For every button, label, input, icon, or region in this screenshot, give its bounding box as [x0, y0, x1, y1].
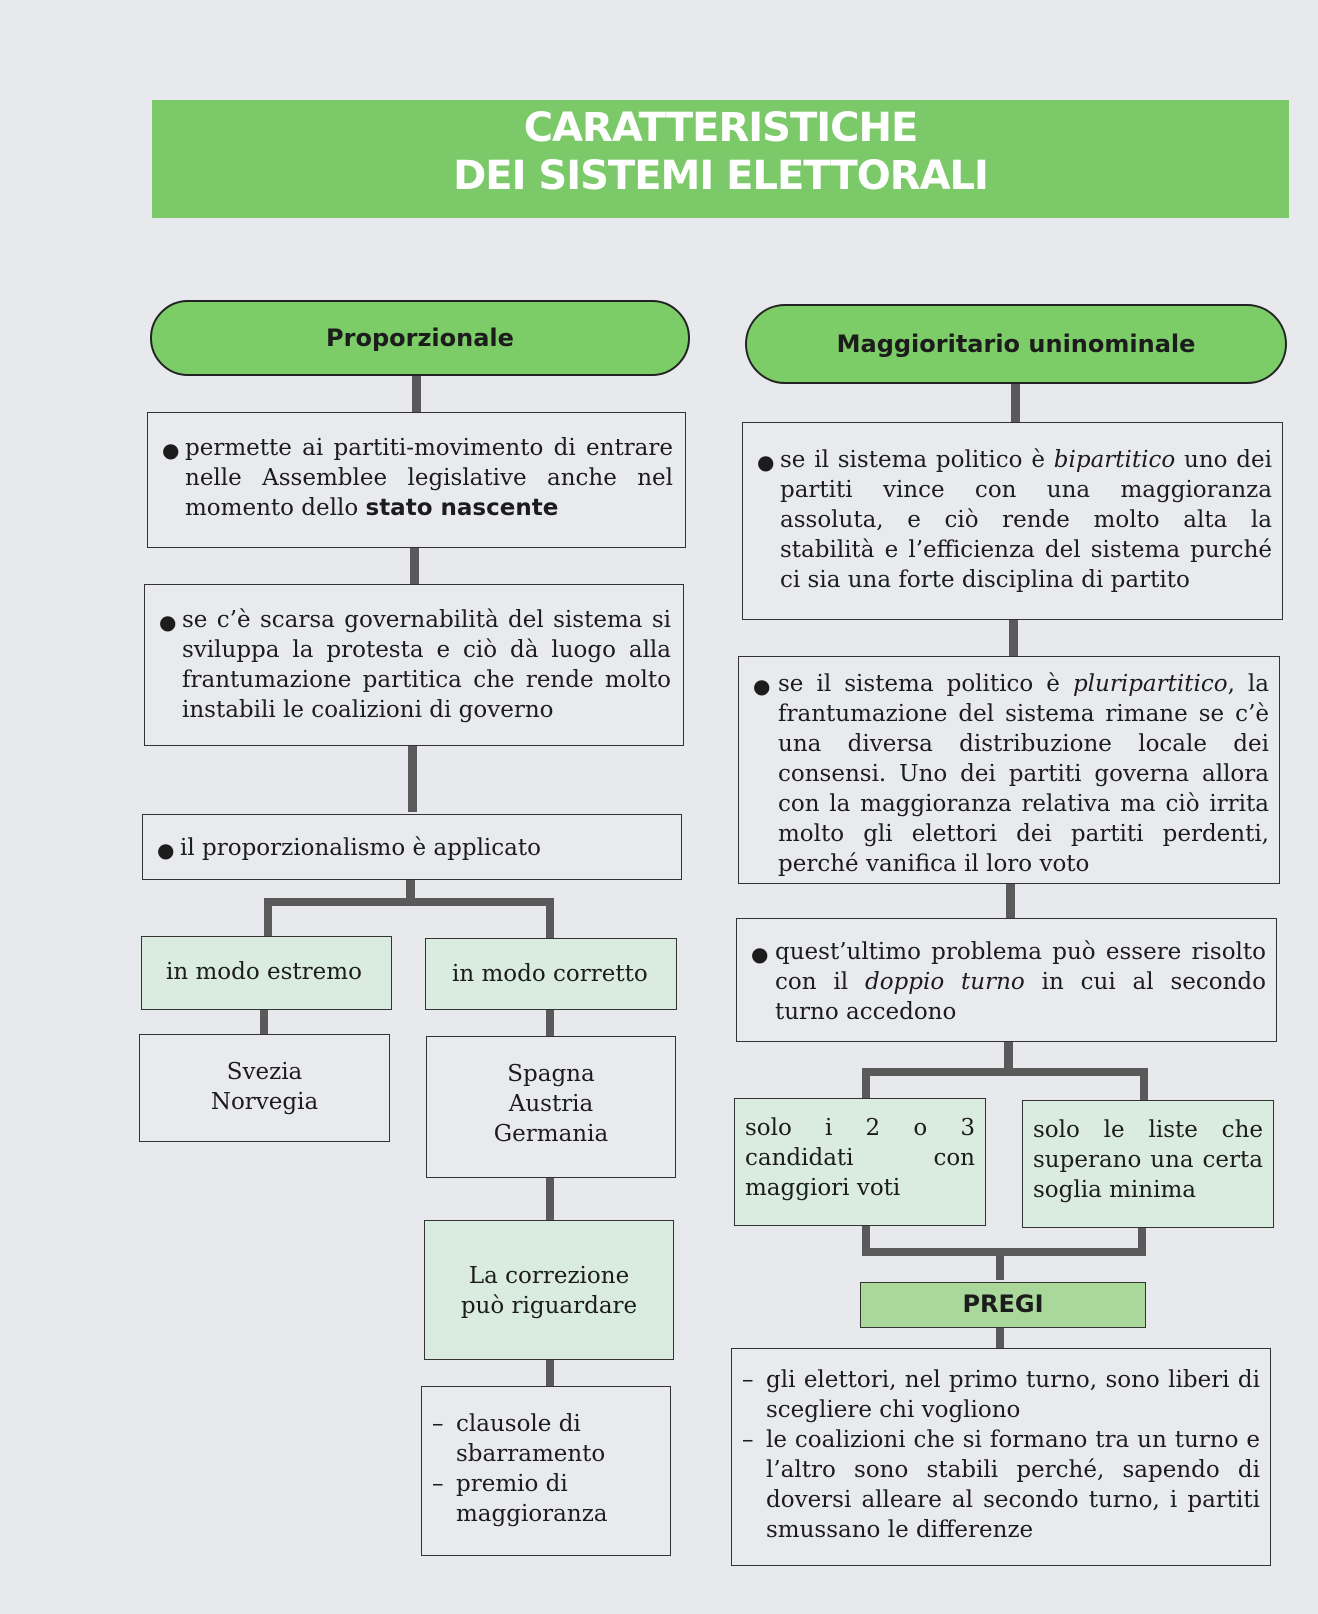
list-item: –gli elettori, nel primo turno, sono lib…: [742, 1367, 1260, 1423]
connector: [1006, 884, 1015, 918]
country-svezia: Svezia: [226, 1059, 303, 1085]
option-liste-text: solo le liste che superano una certa sog…: [1033, 1117, 1263, 1203]
connector: [260, 1010, 268, 1034]
country-norvegia: Norvegia: [210, 1089, 319, 1115]
branch-corretto-label: in modo corretto: [452, 961, 648, 987]
proporzionale-label: Proporzionale: [326, 324, 514, 352]
pregi-label: PREGI: [860, 1282, 1146, 1328]
option-candidati: solo i 2 o 3 candidati con maggiori voti: [734, 1098, 986, 1226]
list-item: –clausole di sbarramento: [432, 1411, 606, 1467]
connector: [862, 1248, 1146, 1256]
connector: [546, 1360, 554, 1386]
branch-estremo: in modo estremo: [141, 936, 392, 1010]
title-line-2: DEI SISTEMI ELETTORALI: [453, 153, 989, 199]
option-candidati-text: solo i 2 o 3 candidati con maggiori voti: [745, 1115, 975, 1201]
list-item: –premio di maggioranza: [432, 1471, 608, 1527]
page-title: CARATTERISTICHE DEI SISTEMI ELETTORALI: [152, 104, 1289, 200]
connector: [996, 1328, 1004, 1350]
list-item: –le coalizioni che si formano tra un tur…: [742, 1427, 1260, 1543]
bullet-icon: ●: [751, 942, 769, 966]
connector: [546, 898, 554, 938]
connector: [862, 1226, 870, 1252]
connector: [546, 1010, 554, 1036]
proporzionale-header: Proporzionale: [150, 300, 690, 376]
right-box-2-text: se il sistema politico è pluripartitico,…: [778, 671, 1269, 877]
left-box-2: ● se c’è scarsa governabilità del sistem…: [144, 584, 684, 746]
connector: [862, 1068, 870, 1100]
left-box-3-text: il proporzionalismo è applicato: [180, 835, 541, 861]
correction-line-2: può riguardare: [460, 1293, 638, 1319]
left-box-2-text: se c’è scarsa governabilità del sistema …: [182, 607, 671, 723]
connector: [1011, 380, 1020, 422]
pregi-box: –gli elettori, nel primo turno, sono lib…: [731, 1348, 1271, 1566]
connector: [996, 1252, 1004, 1280]
connector: [1009, 620, 1018, 656]
left-box-3: ● il proporzionalismo è applicato: [142, 814, 682, 880]
right-box-2: ● se il sistema politico è pluripartitic…: [738, 656, 1280, 884]
maggioritario-label: Maggioritario uninominale: [836, 330, 1196, 358]
bullet-icon: ●: [159, 610, 177, 634]
title-line-1: CARATTERISTICHE: [523, 105, 919, 151]
right-box-3-text: quest’ultimo problema può essere risolto…: [775, 939, 1266, 1025]
country-austria: Austria: [508, 1091, 594, 1117]
left-box-1: ● permette ai partiti-movimento di entra…: [147, 412, 686, 548]
bullet-icon: ●: [157, 838, 175, 862]
bullet-icon: ●: [753, 674, 771, 698]
branch-estremo-label: in modo estremo: [166, 959, 362, 985]
correction-box: La correzione può riguardare: [424, 1220, 674, 1360]
country-spagna: Spagna: [507, 1061, 595, 1087]
right-box-1: ● se il sistema politico è bipartitico u…: [742, 422, 1283, 620]
connector: [546, 1178, 554, 1220]
bullet-icon: ●: [757, 450, 775, 474]
connector: [410, 548, 419, 584]
connector: [406, 880, 415, 902]
connector: [1138, 1228, 1146, 1252]
correction-items-box: –clausole di sbarramento –premio di magg…: [421, 1386, 671, 1556]
left-box-1-text: permette ai partiti-movimento di entrare…: [185, 435, 673, 521]
connector: [412, 372, 421, 412]
country-germania: Germania: [493, 1121, 609, 1147]
connector: [1004, 1042, 1013, 1072]
correct-countries-box: Spagna Austria Germania: [426, 1036, 676, 1178]
maggioritario-header: Maggioritario uninominale: [745, 304, 1287, 384]
bullet-icon: ●: [162, 438, 180, 462]
branch-corretto: in modo corretto: [425, 938, 677, 1010]
title-banner: [152, 100, 1289, 218]
extreme-countries-box: Svezia Norvegia: [139, 1034, 390, 1142]
right-box-3: ● quest’ultimo problema può essere risol…: [736, 918, 1277, 1042]
connector: [862, 1068, 1148, 1076]
right-box-1-text: se il sistema politico è bipartitico uno…: [780, 447, 1272, 593]
connector: [1140, 1068, 1148, 1102]
option-liste: solo le liste che superano una certa sog…: [1022, 1100, 1274, 1228]
connector: [264, 898, 554, 906]
connector: [408, 746, 417, 812]
correction-line-1: La correzione: [468, 1263, 630, 1289]
connector: [264, 898, 272, 938]
